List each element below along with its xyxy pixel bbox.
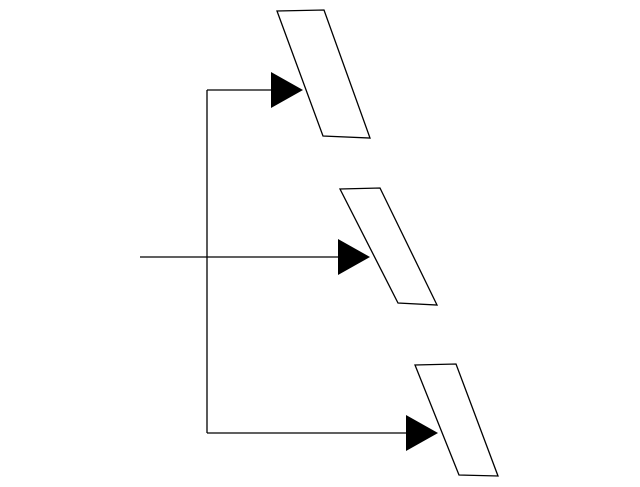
top-arrowhead (271, 72, 303, 108)
bottom-arrowhead (406, 415, 438, 451)
target-shapes (276, 9, 499, 477)
bottom-target-shape (414, 363, 499, 477)
middle-target-shape (338, 187, 439, 306)
middle-arrowhead (338, 239, 370, 275)
connector-lines (140, 89, 407, 434)
arrowheads (271, 72, 438, 451)
top-target-shape (276, 9, 371, 139)
